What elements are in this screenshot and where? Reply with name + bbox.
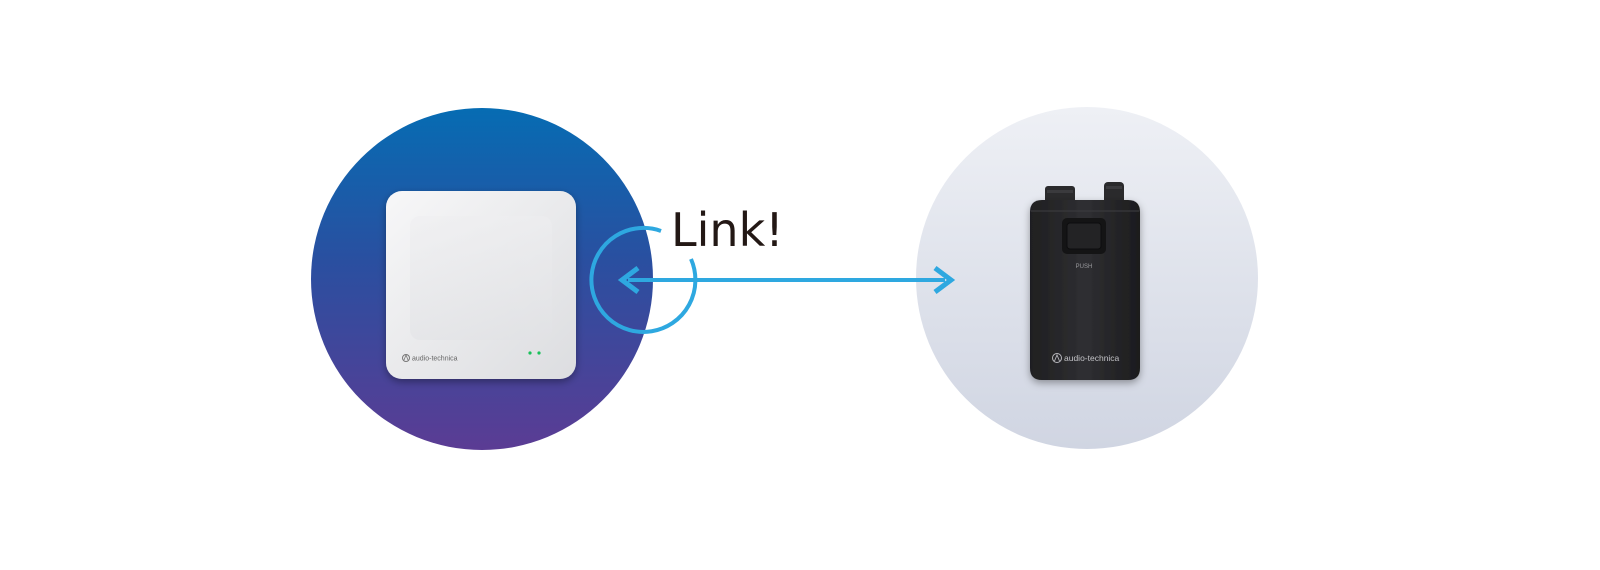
access-point-device: audio-technica — [386, 191, 576, 379]
status-led — [528, 351, 532, 355]
audio-technica-logo-icon — [1052, 353, 1062, 363]
status-led — [537, 351, 541, 355]
push-button — [1062, 218, 1106, 254]
push-button-label: PUSH — [1076, 264, 1093, 270]
bodypack-device: PUSH audio-technica — [1030, 182, 1140, 380]
double-headed-arrow-icon — [617, 266, 956, 294]
circular-link-icon — [589, 225, 698, 334]
bodypack-brand: audio-technica — [1064, 353, 1120, 363]
access-point-brand: audio-technica — [412, 356, 458, 363]
audio-technica-logo-icon — [402, 353, 410, 362]
link-label: Link! — [671, 203, 784, 257]
